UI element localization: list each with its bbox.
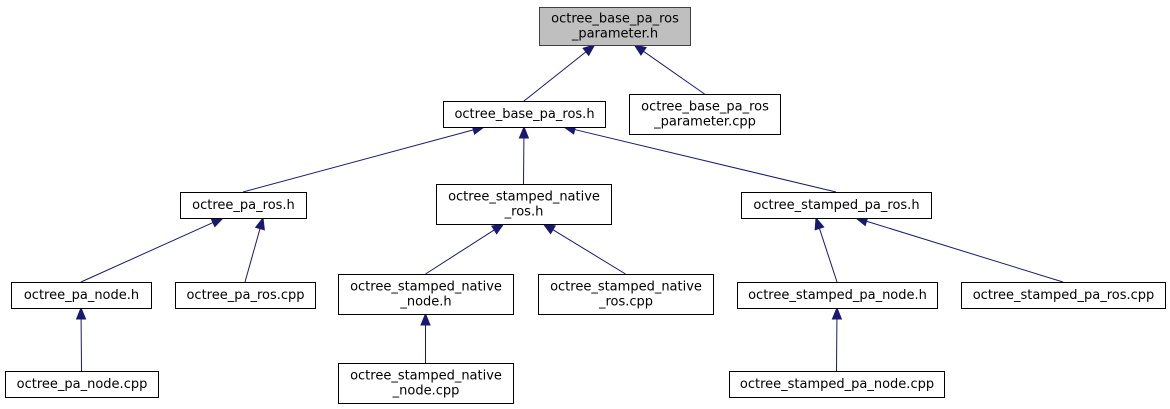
edge-line xyxy=(818,228,838,283)
node-box xyxy=(737,282,938,309)
arrowhead-icon xyxy=(518,125,530,139)
dependency-edge xyxy=(80,217,225,283)
edge-line xyxy=(242,129,474,193)
dependency-edge xyxy=(831,306,843,372)
file-node[interactable]: octree_pa_ros.h xyxy=(180,192,307,219)
arrowhead-icon xyxy=(75,306,87,320)
node-label: _ros.cpp xyxy=(598,295,653,310)
arrowhead-icon xyxy=(542,223,557,235)
file-node[interactable]: octree_stamped_pa_node.cpp xyxy=(729,371,945,398)
node-label: octree_stamped_pa_node.cpp xyxy=(740,377,934,392)
edge-line xyxy=(574,129,837,193)
nodes-layer: octree_base_pa_ros_parameter.hoctree_bas… xyxy=(5,7,1166,404)
dependency-edge xyxy=(523,44,596,102)
node-label: _node.h xyxy=(399,295,451,310)
node-label: _parameter.h xyxy=(571,27,658,42)
edge-line xyxy=(866,220,1064,283)
node-label: octree_base_pa_ros.h xyxy=(454,107,594,122)
node-box xyxy=(175,282,316,309)
node-label: octree_stamped_native xyxy=(448,190,600,205)
arrowhead-icon xyxy=(831,306,843,320)
node-label: octree_stamped_native xyxy=(550,280,702,295)
arrowhead-icon xyxy=(254,216,265,231)
edge-line xyxy=(80,222,214,283)
dependency-edge xyxy=(814,216,838,283)
arrowhead-icon xyxy=(814,216,825,231)
edge-line xyxy=(523,51,587,102)
arrowhead-icon xyxy=(420,312,431,326)
dependency-edge xyxy=(242,124,486,193)
edge-line xyxy=(552,229,626,275)
dependency-edge xyxy=(633,44,705,95)
node-label: _ros.h xyxy=(504,205,544,220)
file-node[interactable]: octree_stamped_pa_ros.h xyxy=(741,192,932,219)
node-box xyxy=(443,101,606,128)
file-node[interactable]: octree_pa_ros.cpp xyxy=(175,282,316,309)
node-label: octree_pa_ros.cpp xyxy=(186,288,304,303)
node-box xyxy=(180,192,307,219)
node-box xyxy=(11,282,152,309)
node-label: octree_pa_node.cpp xyxy=(17,377,148,392)
arrowhead-icon xyxy=(490,223,505,235)
arrowhead-icon xyxy=(210,217,225,228)
node-box xyxy=(338,274,514,315)
node-box xyxy=(729,371,945,398)
node-label: octree_pa_ros.h xyxy=(192,198,295,213)
node-label: octree_stamped_native xyxy=(350,280,502,295)
dependency-edge xyxy=(244,216,265,283)
node-box xyxy=(538,274,714,315)
node-label: octree_stamped_native xyxy=(350,369,502,384)
edge-line xyxy=(244,228,261,283)
file-node[interactable]: octree_stamped_pa_node.h xyxy=(737,282,938,309)
dependency-edge xyxy=(562,124,837,193)
file-node[interactable]: octree_pa_node.h xyxy=(11,282,152,309)
node-box xyxy=(539,7,691,46)
node-label: octree_stamped_pa_ros.h xyxy=(753,198,919,213)
node-label: octree_base_pa_ros xyxy=(641,100,769,115)
node-label: octree_pa_node.h xyxy=(24,288,139,303)
dependency-edge xyxy=(854,216,1064,283)
dependency-edge xyxy=(420,312,431,363)
file-node[interactable]: octree_stamped_native_node.h xyxy=(338,274,514,315)
node-box xyxy=(741,192,932,219)
file-node[interactable]: octree_stamped_native_node.cpp xyxy=(338,363,514,404)
file-node[interactable]: octree_pa_node.cpp xyxy=(5,371,159,398)
node-box xyxy=(961,282,1166,309)
arrowhead-icon xyxy=(633,44,647,56)
file-node[interactable]: octree_stamped_pa_ros.cpp xyxy=(961,282,1166,309)
file-node[interactable]: octree_stamped_native_ros.h xyxy=(436,184,612,225)
dependency-edge xyxy=(518,125,530,185)
node-box xyxy=(629,94,781,135)
edge-line xyxy=(643,50,705,95)
node-box xyxy=(338,363,514,404)
node-box xyxy=(5,371,159,398)
node-label: _parameter.cpp xyxy=(653,115,756,130)
node-label: _node.cpp xyxy=(392,384,460,399)
edge-line xyxy=(425,229,495,275)
file-node[interactable]: octree_base_pa_ros_parameter.cpp xyxy=(629,94,781,135)
dependency-edge xyxy=(425,223,505,275)
node-box xyxy=(436,184,612,225)
dependency-edge xyxy=(75,306,87,372)
node-label: octree_stamped_pa_node.h xyxy=(748,288,927,303)
file-node[interactable]: octree_base_pa_ros.h xyxy=(443,101,606,128)
node-label: octree_stamped_pa_ros.cpp xyxy=(973,288,1155,303)
root-file-node[interactable]: octree_base_pa_ros_parameter.h xyxy=(539,7,691,46)
node-label: octree_base_pa_ros xyxy=(551,12,679,27)
file-node[interactable]: octree_stamped_native_ros.cpp xyxy=(538,274,714,315)
arrowhead-icon xyxy=(582,44,596,57)
dependency-edge xyxy=(542,223,626,275)
